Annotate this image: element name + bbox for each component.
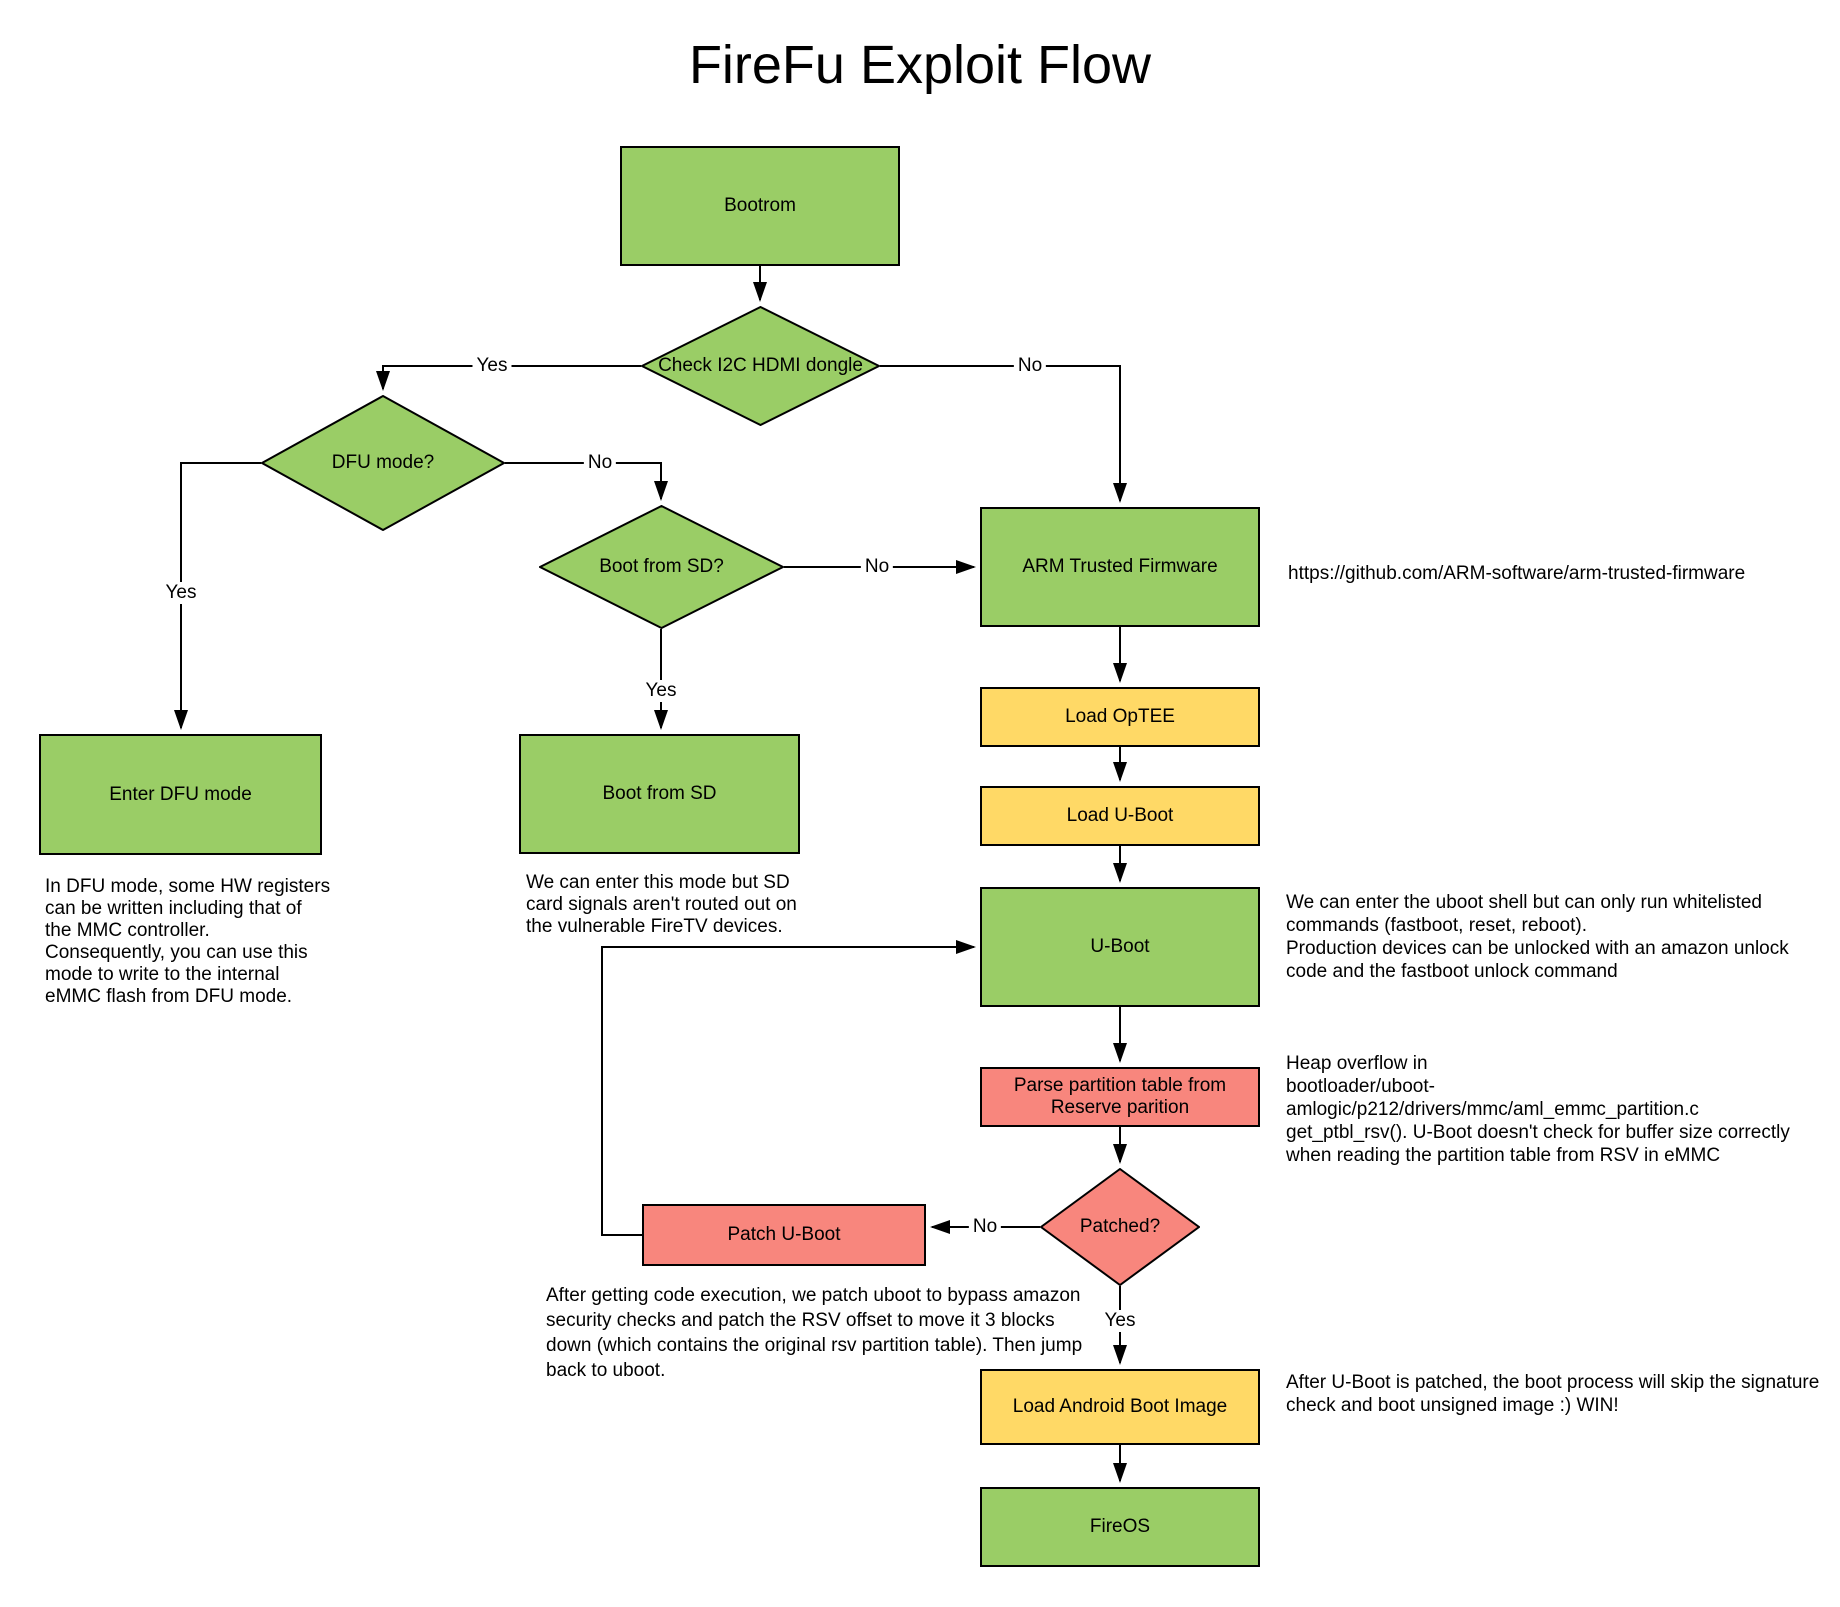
decision-boot-from-sd: Boot from SD? [539, 505, 784, 629]
node-load-optee: Load OpTEE [980, 687, 1260, 747]
node-patch-uboot-label: Patch U-Boot [727, 1224, 841, 1245]
note-uboot-shell: We can enter the uboot shell but can onl… [1286, 892, 1789, 982]
node-load-optee-label: Load OpTEE [1065, 706, 1175, 727]
node-arm-trusted-firmware-label: ARM Trusted Firmware [1022, 556, 1218, 577]
node-bootrom: Bootrom [620, 146, 900, 266]
edge-label-i2c-no: No [1013, 355, 1047, 377]
node-fireos: FireOS [980, 1487, 1260, 1567]
node-enter-dfu-mode: Enter DFU mode [39, 734, 322, 855]
decision-dfu-mode: DFU mode? [261, 395, 505, 531]
decision-patched-label: Patched? [1079, 1216, 1161, 1237]
node-patch-uboot: Patch U-Boot [642, 1204, 926, 1266]
note-heap-overflow: Heap overflow in bootloader/uboot-amlogi… [1286, 1053, 1790, 1166]
edge-label-sd-yes: Yes [641, 680, 681, 702]
decision-check-i2c-hdmi-dongle: Check I2C HDMI dongle [641, 306, 880, 426]
decision-dfu-mode-label: DFU mode? [331, 452, 435, 473]
node-fireos-label: FireOS [1089, 1516, 1151, 1537]
node-load-android-boot-image: Load Android Boot Image [980, 1369, 1260, 1445]
node-enter-dfu-mode-label: Enter DFU mode [109, 783, 252, 805]
note-patch-uboot: After getting code execution, we patch u… [546, 1285, 1083, 1381]
edge-label-sd-no: No [860, 556, 894, 578]
node-parse-partition-table: Parse partition table from Reserve parit… [980, 1067, 1260, 1127]
note-win: After U-Boot is patched, the boot proces… [1286, 1372, 1820, 1416]
edge-label-dfu-no: No [583, 452, 617, 474]
note-dfu-mode: In DFU mode, some HW registers can be wr… [45, 876, 331, 1007]
edge-label-dfu-yes: Yes [161, 582, 201, 604]
decision-boot-from-sd-label: Boot from SD? [599, 556, 724, 577]
note-boot-from-sd: We can enter this mode but SD card signa… [526, 872, 797, 937]
node-load-android-boot-image-label: Load Android Boot Image [1012, 1396, 1228, 1417]
node-boot-from-sd: Boot from SD [519, 734, 800, 854]
node-uboot: U-Boot [980, 887, 1260, 1007]
node-boot-from-sd-label: Boot from SD [602, 783, 717, 804]
note-atf-url: https://github.com/ARM-software/arm-trus… [1288, 563, 1746, 584]
decision-patched: Patched? [1040, 1168, 1200, 1286]
node-uboot-label: U-Boot [1090, 936, 1150, 957]
node-load-uboot-label: Load U-Boot [1066, 805, 1174, 826]
diagram-title: FireFu Exploit Flow [688, 35, 1152, 95]
decision-check-i2c-label: Check I2C HDMI dongle [658, 355, 863, 376]
edge-label-patched-yes: Yes [1100, 1310, 1140, 1332]
node-bootrom-label: Bootrom [724, 195, 796, 216]
edge-label-i2c-yes: Yes [472, 355, 512, 377]
node-load-uboot: Load U-Boot [980, 786, 1260, 846]
edge-label-patched-no: No [968, 1216, 1002, 1238]
node-parse-partition-table-label: Parse partition table from Reserve parit… [1013, 1075, 1227, 1118]
node-arm-trusted-firmware: ARM Trusted Firmware [980, 507, 1260, 627]
